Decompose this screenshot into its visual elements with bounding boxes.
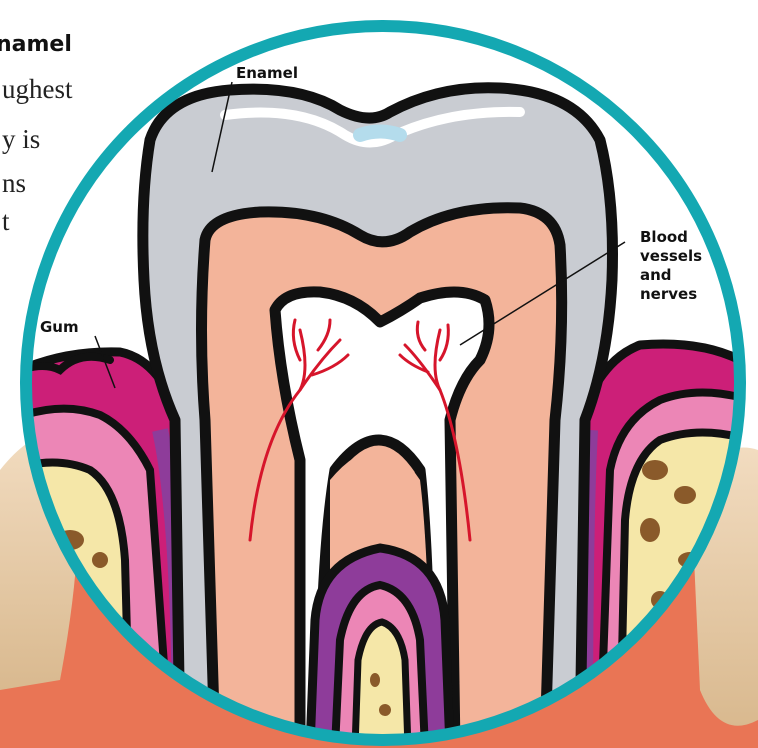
blood-vessels-label-line-2: vessels — [640, 247, 702, 266]
blood-vessels-label-line-3: and — [640, 266, 702, 285]
root-layer-bone — [355, 622, 408, 748]
blood-vessels-label-line-1: Blood — [640, 228, 702, 247]
gum-label: Gum — [40, 318, 79, 337]
blood-vessels-label-line-4: nerves — [640, 285, 702, 304]
enamel-label: Enamel — [236, 64, 298, 83]
blood-vessels-and-nerves-label: Blood vessels and nerves — [640, 228, 702, 304]
